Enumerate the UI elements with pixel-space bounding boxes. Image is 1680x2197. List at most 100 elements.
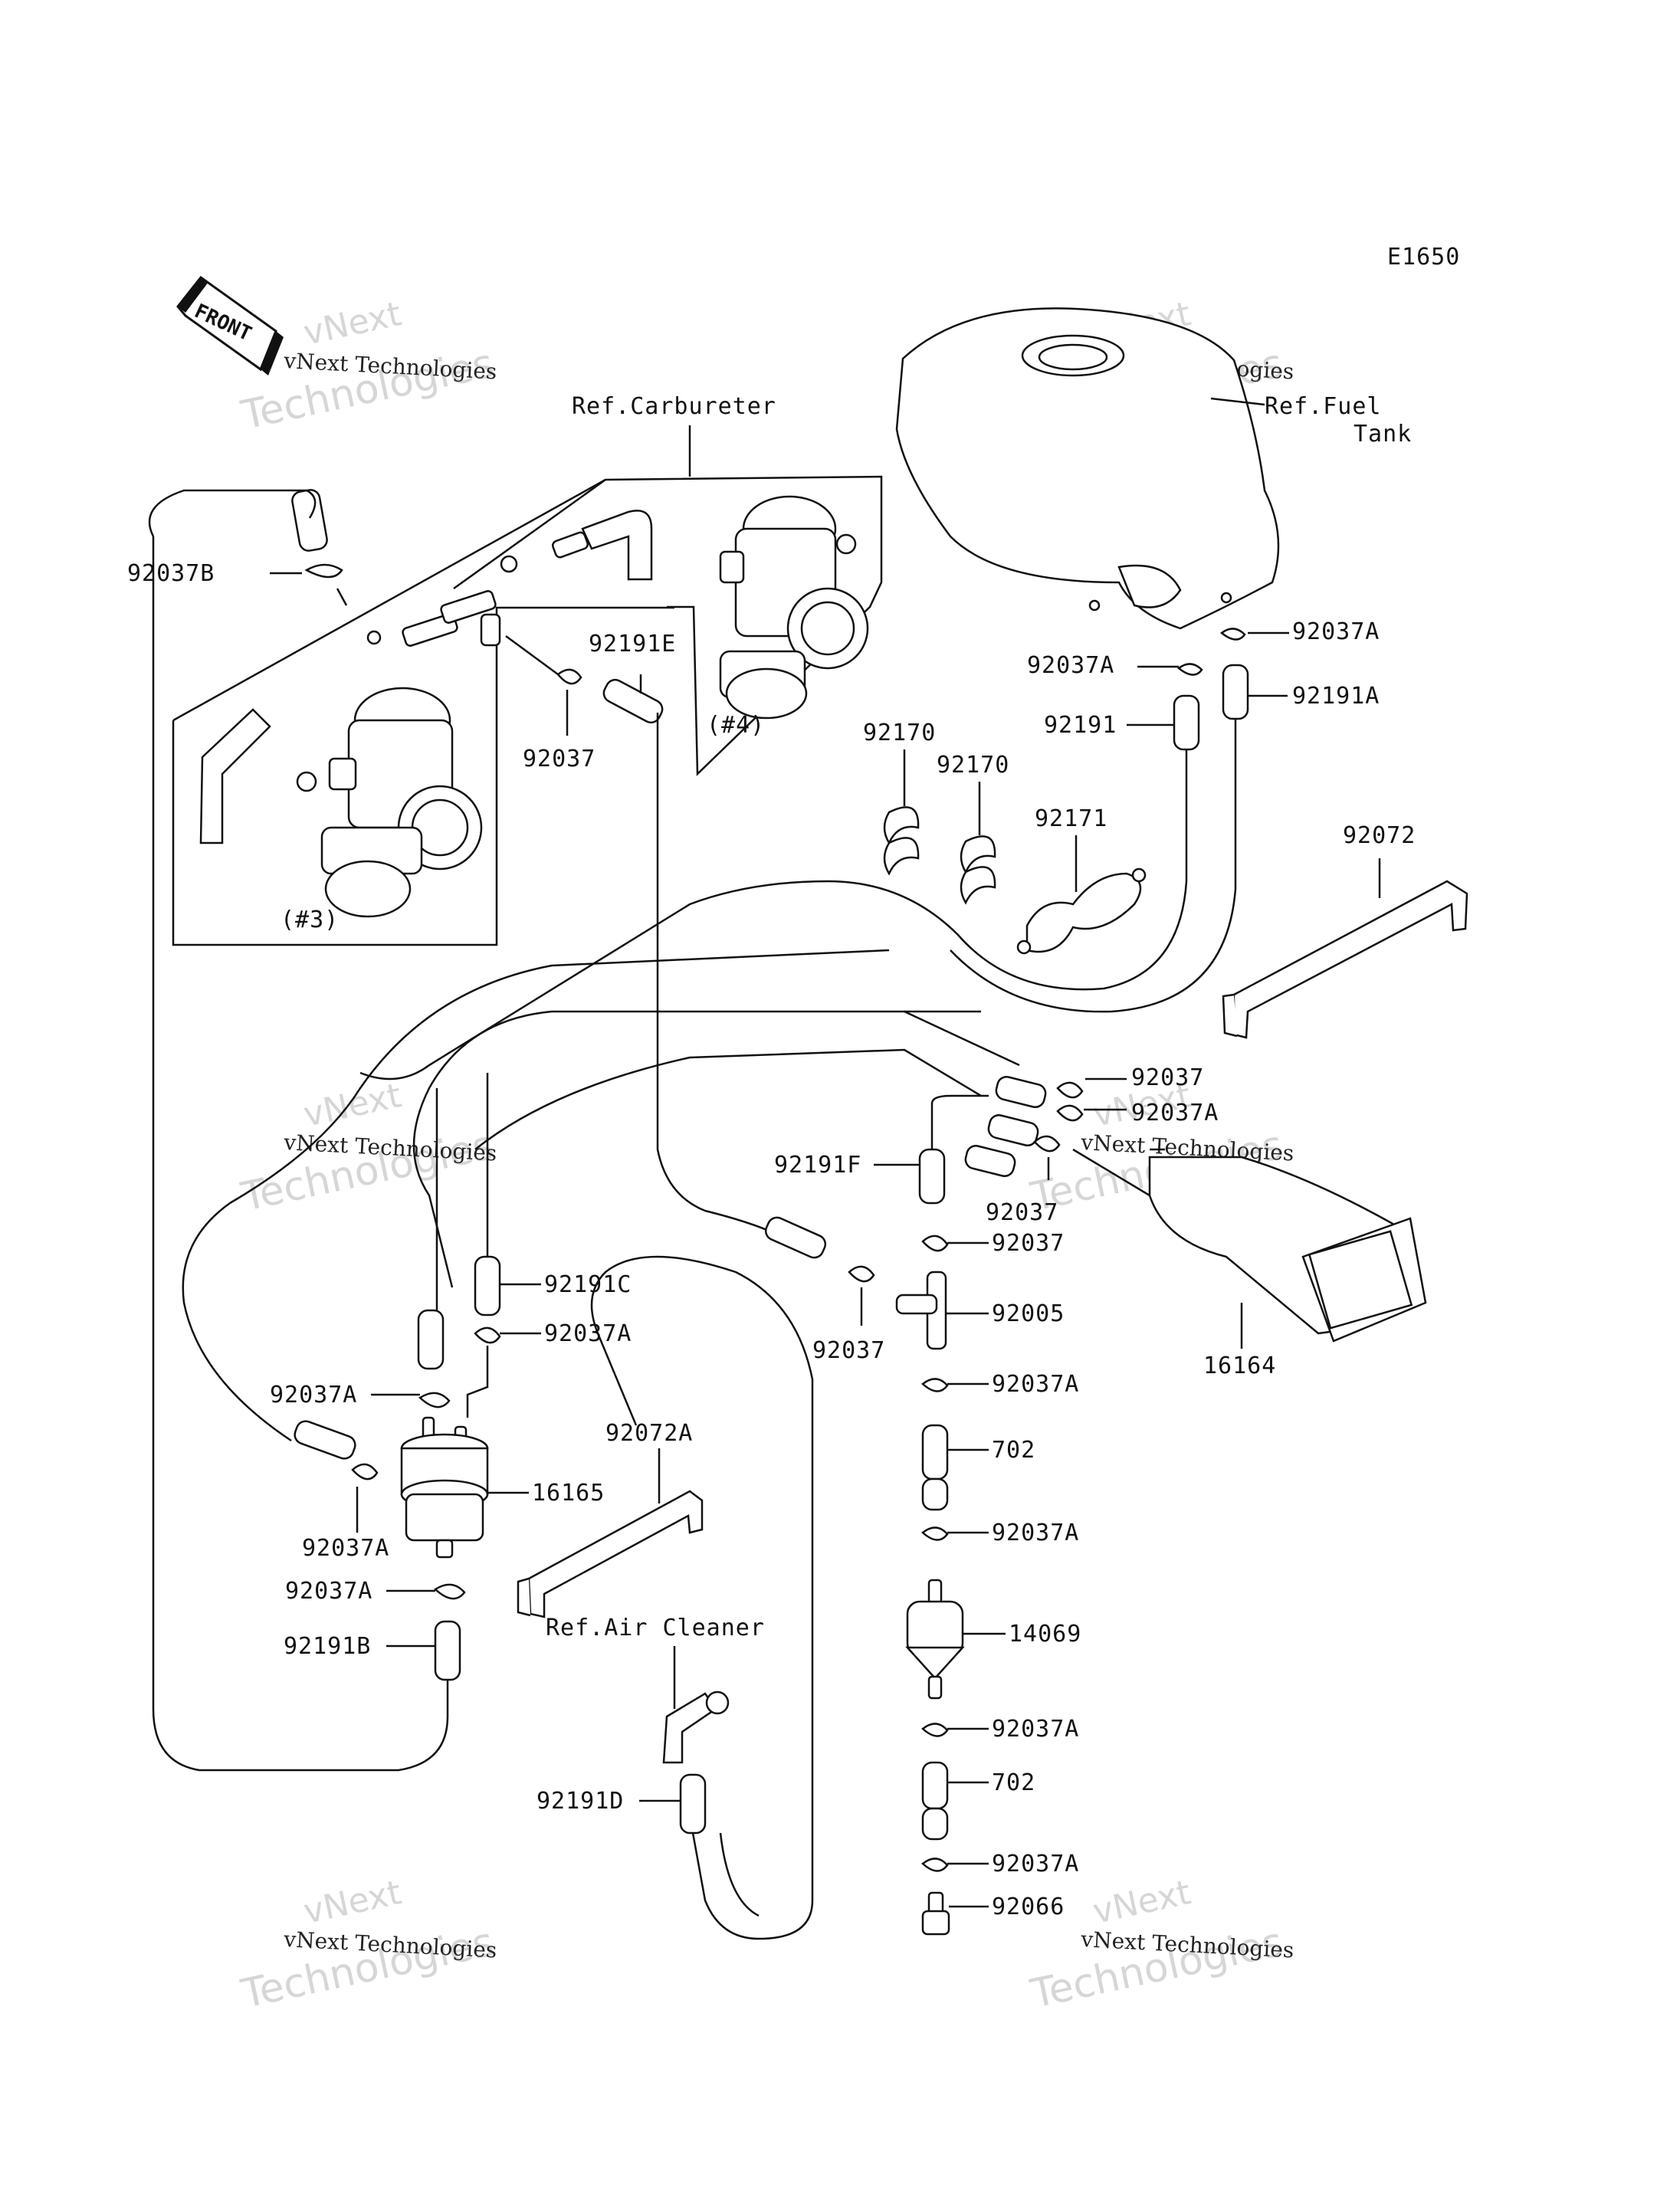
watermark-mid-left: vNext Technologies vNext Technologies <box>237 1076 497 1221</box>
clamp-92037-canister-2 <box>1033 1135 1061 1153</box>
label-92170-b: 92170 <box>937 752 1009 779</box>
clamp-92037A-f <box>433 1583 466 1600</box>
label-92037A-tank-left: 92037A <box>1027 652 1114 679</box>
label-92191D: 92191D <box>536 1788 624 1815</box>
hose-tank-main-outer <box>359 749 1188 1080</box>
clamp-92037A-chain-1 <box>921 1378 949 1392</box>
fuel-tank <box>895 307 1280 630</box>
label-92171: 92171 <box>1035 805 1107 832</box>
clamp-92037A-d <box>418 1392 451 1408</box>
clamp-92037A-chain-2 <box>921 1526 949 1541</box>
hose-92191C <box>474 1255 501 1317</box>
label-92037-canister-1: 92037 <box>1131 1064 1204 1091</box>
label-92037-mid: 92037 <box>812 1337 885 1364</box>
label-92072: 92072 <box>1343 822 1416 849</box>
carb-3-tag: (#3) <box>281 907 339 933</box>
label-92037A-chain-2: 92037A <box>992 1520 1079 1546</box>
hose-92191 <box>1173 694 1200 751</box>
t-joint-92005 <box>895 1271 947 1350</box>
watermark-top-left: vNext Technologies vNext Technologies <box>237 294 497 439</box>
t-joint-carb <box>402 590 501 647</box>
label-92191A: 92191A <box>1292 683 1380 710</box>
label-92037A-f: 92037A <box>285 1578 372 1605</box>
hose-92191F <box>918 1148 946 1205</box>
label-92191: 92191 <box>1044 712 1117 739</box>
clamp-92037B <box>304 563 343 579</box>
label-16165: 16165 <box>532 1480 605 1507</box>
label-92072A: 92072A <box>605 1420 693 1447</box>
label-92037A-c: 92037A <box>544 1320 632 1347</box>
carb-3-frame <box>172 478 606 722</box>
label-92037-t: 92037 <box>992 1230 1065 1257</box>
diagram-code: E1650 <box>1387 244 1460 271</box>
hose-702-b-bottom <box>921 1807 949 1841</box>
carb-4-frame <box>453 475 883 776</box>
hose-left-vertical <box>417 1309 445 1370</box>
watermark-bottom-right: vNext Technologies vNext Technologies <box>1026 1873 1294 2018</box>
label-92005: 92005 <box>992 1300 1065 1327</box>
label-92037B: 92037B <box>127 560 215 587</box>
hose-92191A <box>1222 664 1249 720</box>
ref-carbureter-label: Ref.Carbureter <box>572 393 776 420</box>
label-702-a: 702 <box>992 1437 1035 1464</box>
clamp-92037-carb <box>556 668 582 685</box>
hose-92191B <box>434 1620 461 1681</box>
hose-canister-1 <box>995 1076 1047 1108</box>
clamp-92037-t <box>921 1235 949 1252</box>
bracket-92171 <box>1016 867 1147 955</box>
band-92072A <box>517 1490 704 1618</box>
plug-92066 <box>921 1891 950 1936</box>
bent-hose-lower <box>199 708 271 844</box>
carburetor-3 <box>296 687 483 918</box>
label-92037A-d: 92037A <box>270 1382 357 1408</box>
label-92037A-chain-1: 92037A <box>992 1371 1079 1398</box>
clip-92170-b <box>960 835 996 905</box>
hose-702-a-bottom <box>921 1477 949 1511</box>
hose-canister-3 <box>964 1145 1016 1177</box>
fuel-filter-14069 <box>905 1579 965 1700</box>
clamp-92037-canister-1 <box>1056 1081 1084 1099</box>
clamp-92037A-canister <box>1056 1104 1084 1122</box>
canister-16164 <box>1072 1148 1427 1343</box>
clamp-92037A-tank-right <box>1219 628 1246 641</box>
clamp-92037A-e <box>351 1463 379 1481</box>
label-92037A-tank-right: 92037A <box>1292 618 1380 645</box>
label-92191E: 92191E <box>589 631 676 657</box>
air-cleaner-elbow <box>662 1690 730 1764</box>
svg-text:vNext: vNext <box>300 1076 405 1135</box>
hose-lower-short <box>764 1216 827 1259</box>
clamp-92037A-c <box>474 1326 501 1344</box>
hose-702-a-top <box>921 1424 949 1481</box>
watermark-bottom-left: vNext Technologies vNext Technologies <box>237 1873 497 2018</box>
bent-hose-upper <box>581 510 653 581</box>
label-92037-canister-2: 92037 <box>986 1199 1058 1226</box>
band-92072 <box>1222 880 1468 1039</box>
clip-92170-a <box>883 806 920 876</box>
ref-air-cleaner-label: Ref.Air Cleaner <box>546 1615 765 1641</box>
clamp-92037A-chain-4 <box>921 1858 949 1872</box>
carb-4-tag: (#4) <box>707 712 765 739</box>
front-arrow-icon: FRONT <box>176 275 284 375</box>
label-92191B: 92191B <box>284 1633 371 1660</box>
clamp-92037A-chain-3 <box>921 1723 949 1737</box>
label-92037A-e: 92037A <box>302 1535 389 1562</box>
hose-left-short <box>294 1420 356 1460</box>
short-hose-upper-left <box>291 489 328 552</box>
svg-text:vNext: vNext <box>300 1873 405 1932</box>
label-16164: 16164 <box>1203 1353 1276 1379</box>
label-92191F: 92191F <box>774 1152 861 1179</box>
hose-long-left-outer <box>182 949 890 1442</box>
hose-canister-2 <box>987 1114 1039 1146</box>
clamp-92037-mid <box>848 1265 875 1283</box>
label-92191C: 92191C <box>544 1271 632 1298</box>
hose-long-left-inner <box>412 1010 981 1288</box>
fuel-pump-16165 <box>400 1416 489 1559</box>
hose-702-b-top <box>921 1761 949 1810</box>
label-92037A-chain-3: 92037A <box>992 1716 1079 1743</box>
hose-loop-top <box>148 489 317 537</box>
label-92037A-canister: 92037A <box>1131 1100 1219 1126</box>
label-92037A-chain-4: 92037A <box>992 1851 1079 1877</box>
hose-92191E <box>602 678 664 724</box>
label-92037-carb: 92037 <box>523 746 596 772</box>
